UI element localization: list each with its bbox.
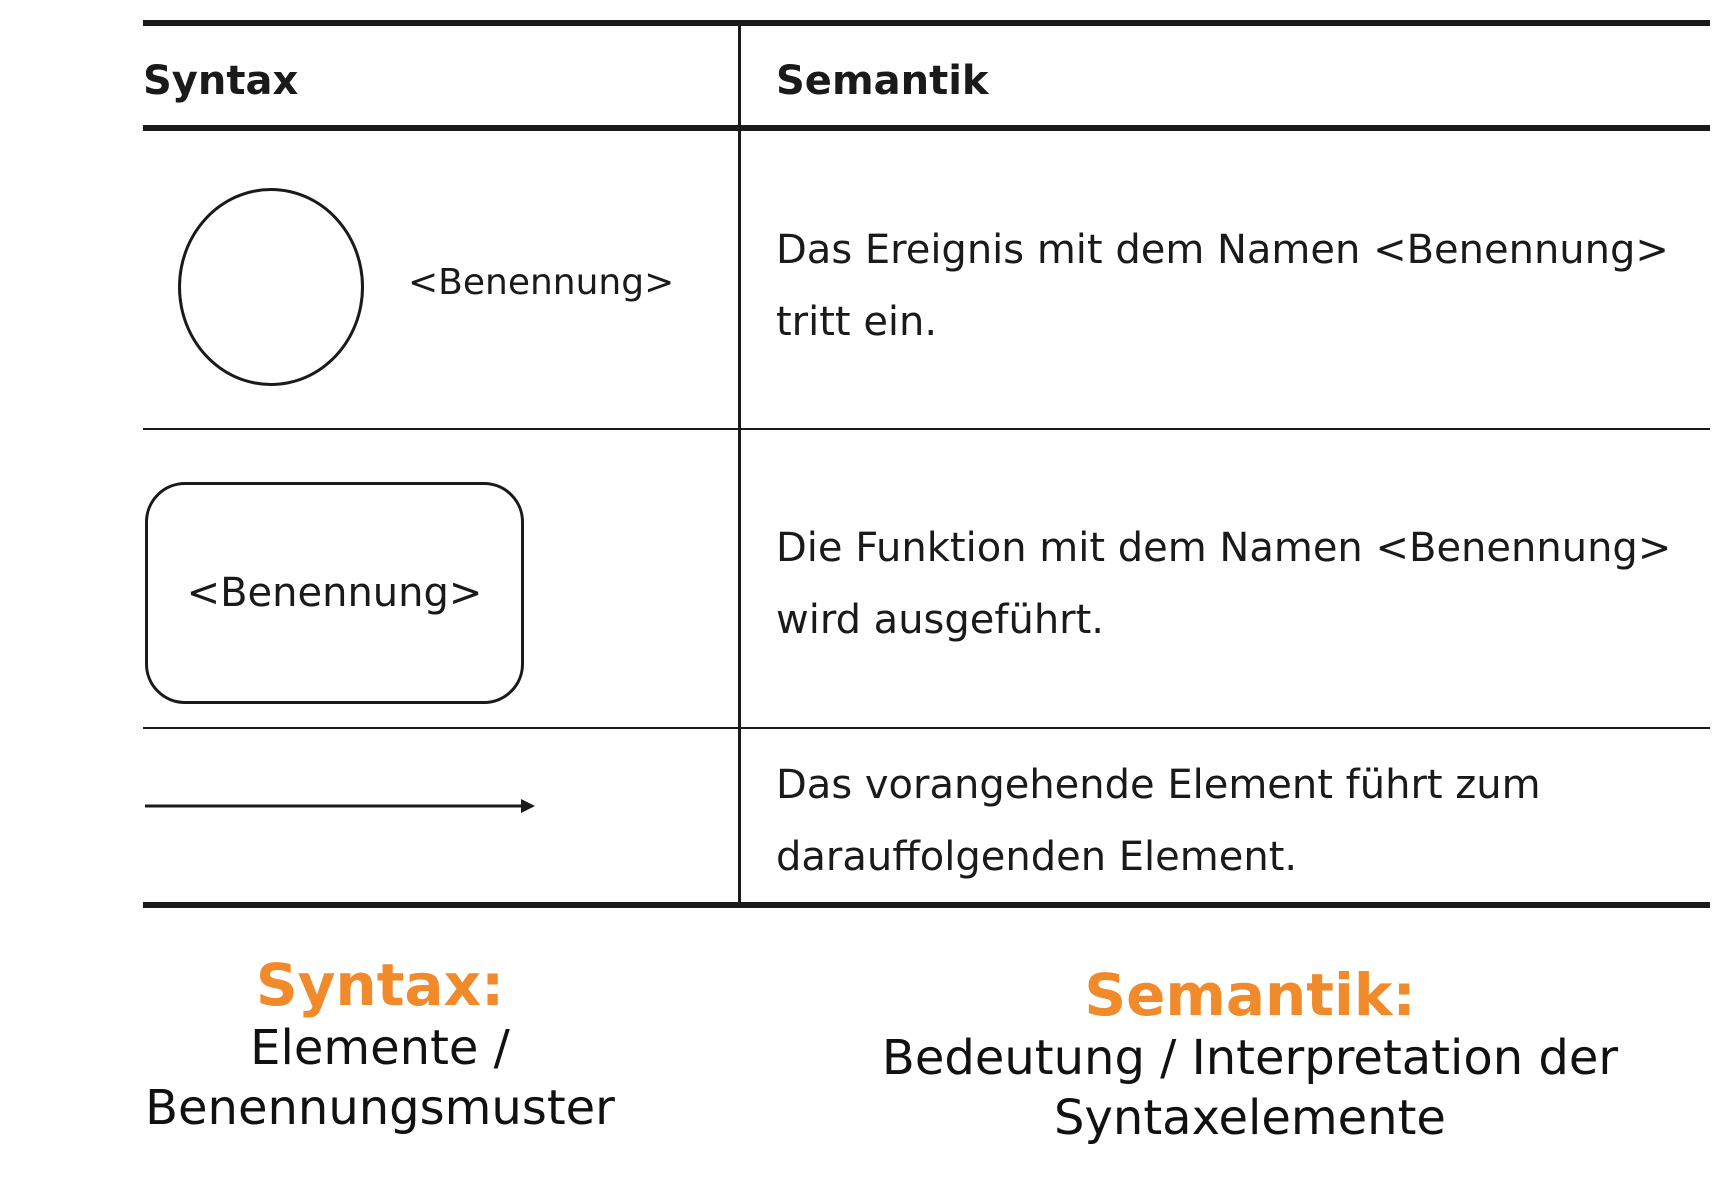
semantik-caption: Semantik: Bedeutung / Interpretation der… — [860, 962, 1640, 1148]
arrow-semantik-line-2: darauffolgenden Element. — [776, 834, 1298, 880]
syntax-semantik-table: Syntax Semantik <Benennung> Das Ereignis… — [143, 0, 1710, 920]
semantik-caption-title: Semantik: — [1084, 961, 1416, 1029]
event-semantik-line-1: Das Ereignis mit dem Namen <Benennung> — [776, 227, 1669, 273]
syntax-caption-subtitle: Elemente / Benennungsmuster — [145, 1020, 615, 1136]
function-semantik-text: Die Funktion mit dem Namen <Benennung> w… — [776, 512, 1696, 656]
arrow-semantik-line-1: Das vorangehende Element führt zum — [776, 762, 1541, 808]
row-divider-1 — [143, 428, 1710, 430]
header-bottom-rule — [143, 125, 1710, 131]
syntax-caption: Syntax: Elemente / Benennungsmuster — [20, 952, 740, 1138]
semantik-caption-subtitle-line-2: Syntaxelemente — [1054, 1090, 1446, 1146]
row-divider-2 — [143, 727, 1710, 729]
column-divider — [738, 25, 741, 908]
arrow-head — [521, 799, 535, 813]
table-bottom-rule — [143, 902, 1710, 908]
connector-arrow-shape — [145, 799, 535, 813]
function-semantik-line-1: Die Funktion mit dem Namen <Benennung> — [776, 525, 1672, 571]
header-semantik: Semantik — [776, 58, 989, 104]
arrow-semantik-text: Das vorangehende Element führt zum darau… — [776, 749, 1696, 893]
syntax-caption-title: Syntax: — [255, 951, 505, 1019]
function-semantik-line-2: wird ausgeführt. — [776, 597, 1105, 643]
function-rounded-rectangle-shape: <Benennung> — [145, 482, 524, 704]
function-syntax-label: <Benennung> — [186, 570, 483, 616]
event-semantik-text: Das Ereignis mit dem Namen <Benennung> t… — [776, 214, 1696, 358]
header-syntax: Syntax — [143, 58, 299, 104]
event-syntax-label: <Benennung> — [408, 262, 675, 303]
semantik-caption-subtitle-line-1: Bedeutung / Interpretation der — [881, 1030, 1619, 1086]
event-semantik-line-2: tritt ein. — [776, 299, 938, 345]
table-top-rule — [143, 20, 1710, 26]
event-circle-shape — [178, 188, 364, 386]
